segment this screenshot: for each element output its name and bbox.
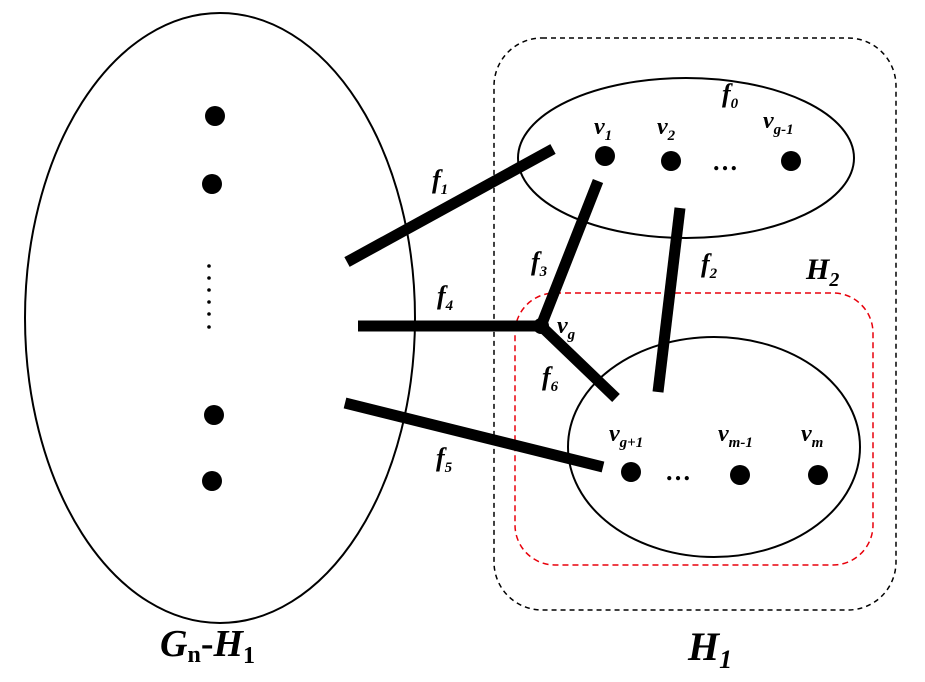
label-f5: f5 — [436, 443, 453, 476]
edge-f2 — [652, 207, 686, 393]
edge-f1 — [344, 144, 556, 267]
label-v1: v1 — [594, 114, 612, 144]
bottom-subset-ellipse — [567, 336, 861, 558]
label-vm: vm — [801, 421, 823, 451]
label-f2: f2 — [701, 249, 718, 282]
vertex-vg+1 — [621, 462, 641, 482]
left-vertex — [205, 106, 225, 126]
vertex-v1 — [595, 146, 615, 166]
vertex-vg — [533, 318, 549, 334]
label-f3: f3 — [531, 247, 548, 280]
left-vertex — [204, 405, 224, 425]
h1-region — [493, 37, 897, 611]
label-f0: f0 — [722, 79, 739, 112]
edge-f5 — [343, 397, 605, 473]
label-vg+1: vg+1 — [609, 421, 643, 451]
left-vertex — [202, 174, 222, 194]
vertex-vm-1 — [730, 465, 750, 485]
top-subset-ellipse — [517, 77, 855, 239]
ellipsis-top: … — [712, 147, 738, 176]
label-h2: H2 — [805, 253, 839, 291]
label-vm-1: vm-1 — [718, 421, 753, 451]
vertex-v2 — [661, 151, 681, 171]
label-f6: f6 — [542, 362, 559, 395]
ellipsis-bottom: … — [665, 457, 691, 486]
label-vg: vg — [557, 313, 576, 343]
left-set-ellipse — [24, 12, 416, 624]
label-f4: f4 — [437, 281, 454, 314]
edge-f6 — [537, 322, 620, 402]
label-f1: f1 — [432, 165, 448, 198]
label-h1: H1 — [687, 624, 732, 674]
label-vg-1: vg-1 — [763, 108, 794, 138]
edge-f3 — [535, 178, 604, 329]
label-v2: v2 — [657, 114, 676, 144]
vertex-vg-1 — [781, 151, 801, 171]
h2-region — [514, 292, 874, 566]
vertex-vm — [808, 465, 828, 485]
label-left-set: Gn-H1 — [160, 623, 255, 669]
left-vertex — [202, 471, 222, 491]
vertical-ellipsis — [207, 264, 211, 329]
